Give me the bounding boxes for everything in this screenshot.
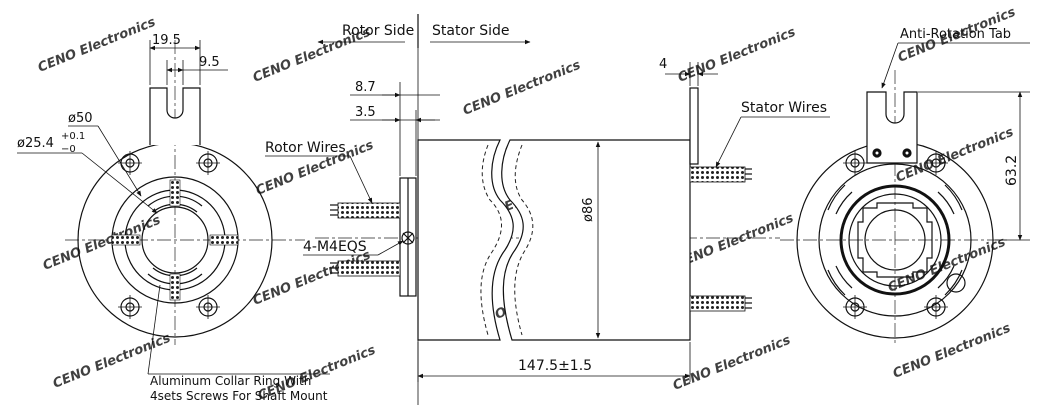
flange-width-label: 8.7 <box>355 80 376 95</box>
stator-tab-thickness-label: 4 <box>659 57 667 72</box>
tab-height-label: 63.2 <box>1004 155 1020 186</box>
stator-tab <box>689 87 699 165</box>
bore-tolerance-upper: +0.1 <box>61 131 85 142</box>
stator-side-label: Stator Side <box>432 23 510 39</box>
watermark: CENO Electronics <box>36 15 158 76</box>
body-length-label: 147.5±1.5 <box>518 358 592 374</box>
mounting-hole <box>196 295 220 319</box>
rotor-wire-bundle <box>330 260 401 277</box>
rotor-side-label: Rotor Side <box>342 23 414 39</box>
mounting-hole <box>843 295 867 319</box>
screws-label: 4-M4EQS <box>303 239 367 255</box>
body-diameter-label: ø86 <box>581 198 596 223</box>
bore-circle <box>141 206 209 274</box>
stator-end-view: Anti-Rotation Tab 63.2 <box>780 27 1030 345</box>
mounting-hole <box>843 151 867 175</box>
watermark: CENO Electronics <box>251 248 373 309</box>
rotor-tab <box>149 87 201 145</box>
bore-tolerance-lower: −0 <box>61 144 76 155</box>
stator-wire-bundle <box>689 295 752 312</box>
watermark: CENO Electronics <box>41 213 163 274</box>
flange-thickness-label: 3.5 <box>355 105 376 120</box>
stator-wires-label: Stator Wires <box>741 100 827 116</box>
collar-note-line1: Aluminum Collar Ring With <box>150 374 311 388</box>
mounting-hole <box>118 151 142 175</box>
rotor-end-view: 19.5 9.5 ø50 ø25.4 +0.1 −0 Aluminum Coll… <box>17 33 330 403</box>
collar-note-line2: 4sets Screws For Shaft Mount <box>150 389 328 403</box>
mounting-hole <box>924 151 948 175</box>
rotor-wires-label: Rotor Wires <box>265 140 346 156</box>
outer-diameter-label: ø50 <box>68 111 93 126</box>
stator-bore <box>857 202 933 278</box>
stator-wire-bundle <box>689 166 752 183</box>
anti-rotation-tab <box>866 91 918 164</box>
watermark: CENO Electronics <box>676 25 798 86</box>
watermark: CENO Electronics <box>674 211 796 272</box>
side-view: Rotor Side Stator Side <box>265 14 830 405</box>
rotor-wire-bundle <box>330 202 401 219</box>
watermark: CENO Electronics <box>461 58 583 119</box>
mounting-hole <box>924 295 948 319</box>
cylinder-body <box>417 139 514 341</box>
mounting-hole <box>196 151 220 175</box>
watermark: CENO Electronics <box>671 333 793 394</box>
watermark: CENO Electronics <box>891 321 1013 382</box>
bore-diameter-label: ø25.4 <box>17 136 54 151</box>
tab-width-label: 19.5 <box>152 33 181 48</box>
tab-slot-label: 9.5 <box>199 55 220 70</box>
mounting-hole <box>118 295 142 319</box>
anti-rotation-tab-label: Anti-Rotation Tab <box>900 27 1011 42</box>
